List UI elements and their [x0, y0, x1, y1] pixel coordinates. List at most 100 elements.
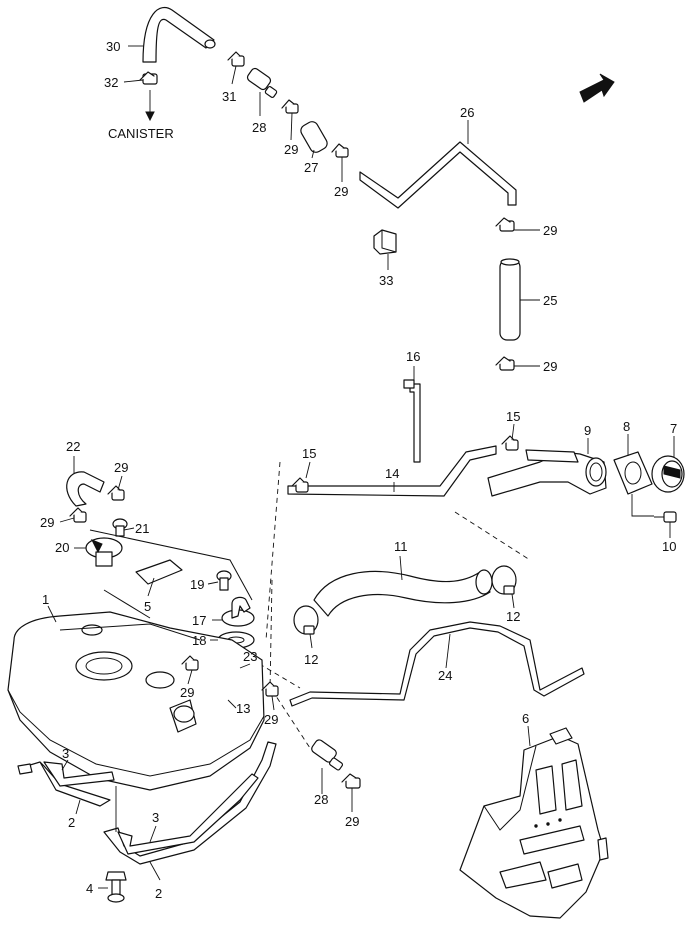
clamp-29-upper-a	[281, 99, 299, 114]
callout-2-upper: 2	[68, 815, 75, 830]
leader-12b	[511, 593, 515, 609]
hose-27	[300, 121, 328, 153]
callout-21: 21	[135, 521, 149, 536]
leader-13	[227, 699, 237, 709]
guide-line-pipe14	[265, 461, 281, 641]
leader-21	[123, 527, 135, 531]
tank-pump-opening-inner	[85, 657, 123, 675]
strap-2-upper	[19, 761, 111, 807]
callout-23: 23	[243, 649, 257, 664]
callout-29-hose22-a: 29	[114, 460, 128, 475]
callout-6: 6	[522, 711, 529, 726]
clamp-12-left	[293, 605, 319, 635]
leader-15b	[511, 423, 515, 441]
bracket-33	[373, 229, 397, 255]
callout-3-upper: 3	[62, 746, 69, 761]
callout-17: 17	[192, 613, 206, 628]
guide-line-filler	[454, 511, 531, 561]
breather-pipe-16	[409, 383, 421, 463]
return-pipe-24	[289, 621, 585, 707]
callout-20: 20	[55, 540, 69, 555]
callout-24: 24	[438, 668, 452, 683]
guide-line-gasket5	[103, 589, 151, 619]
callout-10: 10	[662, 539, 676, 554]
callout-11: 11	[394, 539, 408, 554]
callout-28-upper: 28	[252, 120, 266, 135]
tank-seam	[7, 689, 265, 777]
fwd-arrow	[579, 73, 615, 103]
callout-18: 18	[192, 633, 206, 648]
callout-19: 19	[190, 577, 204, 592]
guide-line-tank-right	[269, 579, 273, 691]
vent-hose-30	[142, 6, 215, 63]
pipe-26	[359, 141, 517, 209]
leader-31	[231, 65, 237, 85]
callout-22: 22	[66, 439, 80, 454]
filler-neck-branch	[525, 449, 579, 463]
clamp-29-upper-b	[331, 143, 349, 158]
leader-15a	[305, 461, 311, 479]
gasket-5	[135, 559, 183, 585]
clamp-29-hose22-b	[69, 507, 87, 523]
callout-29-hose22-b: 29	[40, 515, 54, 530]
fuel-tank-1	[7, 611, 265, 791]
callout-16: 16	[406, 349, 420, 364]
hose-25	[499, 259, 521, 341]
callout-2-lower: 2	[155, 886, 162, 901]
callout-9: 9	[584, 423, 591, 438]
leader-3b	[149, 825, 157, 843]
callout-29-upper-d: 29	[543, 359, 557, 374]
bolt-21	[112, 518, 128, 537]
leader-5	[147, 577, 155, 597]
leader-29-tank-a	[187, 669, 193, 685]
gasket-8	[613, 451, 653, 495]
leader-2b	[149, 861, 161, 881]
strap-3-upper	[43, 761, 115, 787]
callout-27: 27	[304, 160, 318, 175]
callout-12-left: 12	[304, 652, 318, 667]
leader-32	[123, 79, 144, 83]
bolt-4	[105, 871, 127, 903]
filler-neck-mouth	[585, 457, 607, 487]
screw-10	[654, 511, 677, 523]
clamp-12-right	[491, 565, 517, 595]
callout-33: 33	[379, 273, 393, 288]
callout-29-tank-b: 29	[264, 712, 278, 727]
guide-line-valve28	[271, 689, 311, 749]
pipe-14	[287, 445, 497, 497]
callout-29-upper-c: 29	[543, 223, 557, 238]
valve-20	[85, 537, 123, 567]
callout-31: 31	[222, 89, 236, 104]
gasket-8-hole	[624, 461, 642, 485]
leader-29-tank-b	[271, 695, 275, 711]
leader-29-hose22a	[117, 475, 123, 491]
screw-10-leader	[631, 494, 654, 517]
tank-filler-port-mouth	[173, 705, 195, 723]
hose-11-end	[475, 569, 493, 595]
clamp-32	[139, 71, 158, 85]
leader-19	[207, 581, 219, 585]
leader-23	[239, 663, 251, 669]
breather-pipe-16-clip	[403, 379, 415, 389]
callout-12-right: 12	[506, 609, 520, 624]
clamp-29-tank-b	[261, 681, 279, 697]
check-valve-28-upper	[246, 67, 278, 98]
tank-ridge	[59, 623, 201, 641]
guide-line-valve20	[89, 529, 253, 601]
callout-29-lower: 29	[345, 814, 359, 829]
hose-25-end	[500, 258, 520, 266]
filler-hose-11	[313, 570, 491, 617]
check-valve-28-lower	[311, 739, 344, 771]
clamp-29-hose22-a	[107, 485, 125, 501]
leader-29-hose22b	[59, 517, 75, 523]
callout-25: 25	[543, 293, 557, 308]
clamp-29-upper-c	[495, 217, 515, 232]
canister-arrow-head	[145, 111, 155, 122]
callout-3-lower: 3	[152, 810, 159, 825]
leader-1	[47, 605, 57, 623]
fuel-cap-7	[651, 455, 685, 493]
hose-end	[204, 39, 216, 49]
callout-1: 1	[42, 592, 49, 607]
